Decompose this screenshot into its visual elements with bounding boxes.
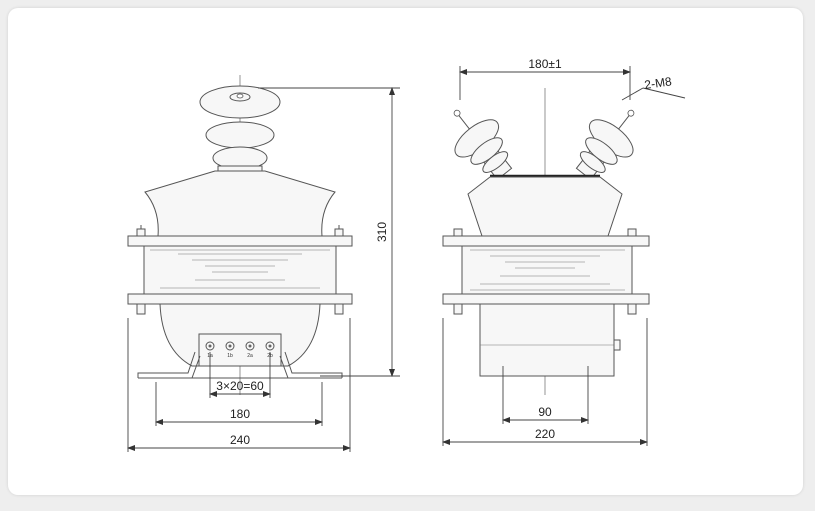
- side-lower-housing: [479, 303, 621, 377]
- side-mount-label: 90: [538, 405, 552, 419]
- bolt-callout: 2-M8: [621, 74, 686, 101]
- front-upper-housing: [144, 170, 336, 237]
- drawing-card: [8, 8, 803, 495]
- side-view: 180±1 2-M8 90 220: [442, 57, 686, 446]
- front-width-label: 240: [230, 433, 250, 447]
- right-bushing: [575, 109, 635, 181]
- front-width-dimension: 240: [127, 318, 351, 452]
- front-height-dimension: 310: [258, 87, 400, 377]
- terminal-label-2: 1b: [227, 353, 233, 359]
- side-upper-housing: [467, 176, 623, 237]
- front-terminal-box: 1a 1b 2a 2b: [198, 333, 282, 367]
- side-width-label: 220: [535, 427, 555, 441]
- front-core-frame: [127, 225, 353, 315]
- front-view: 1a 1b 2a 2b 310 3×20=60: [127, 75, 400, 452]
- bushing-spacing-label: 180±1: [528, 57, 562, 71]
- front-mount-label: 180: [230, 407, 250, 421]
- side-core-frame: [442, 228, 650, 315]
- side-mount-dimension: 90: [502, 366, 589, 424]
- front-base: [137, 351, 343, 379]
- terminal-pitch-label: 3×20=60: [216, 379, 264, 393]
- bolt-callout-label: 2-M8: [643, 74, 672, 92]
- height-label: 310: [375, 222, 389, 242]
- terminal-pitch-dimension: 3×20=60: [209, 352, 271, 398]
- terminal-label-3: 2a: [247, 353, 253, 359]
- side-width-dimension: 220: [442, 318, 648, 446]
- front-insulator: [199, 85, 281, 183]
- bushing-spacing-dimension: 180±1: [459, 57, 631, 100]
- front-mount-dimension: 180: [155, 382, 323, 426]
